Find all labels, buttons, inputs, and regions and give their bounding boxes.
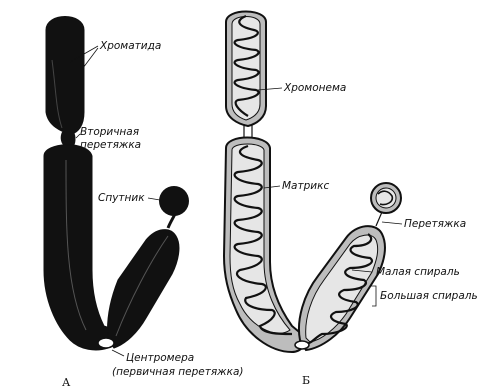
label-big-spiral: Большая спираль — [380, 290, 478, 302]
chromosome-a-upper-segment — [46, 17, 84, 135]
pointer-constriction — [382, 222, 402, 224]
label-centromere-1: Центромера — [126, 352, 194, 364]
label-satellite: Спутник — [98, 192, 145, 204]
secondary-constriction-a — [61, 132, 76, 146]
satellite-stalk-b — [376, 212, 382, 226]
panel-label-b: Б — [302, 374, 310, 387]
centromere-b — [295, 341, 309, 349]
label-secondary-constriction-1: Вторичная — [80, 126, 139, 138]
satellite-a — [159, 186, 189, 216]
label-constriction: Перетяжка — [404, 218, 466, 230]
panel-label-a: А — [62, 376, 70, 388]
label-small-spiral: Малая спираль — [376, 266, 460, 278]
label-chromonema: Хромонема — [284, 82, 346, 94]
label-secondary-constriction-2: перетяжка — [80, 139, 141, 151]
centromere-a — [98, 338, 114, 348]
label-matrix: Матрикс — [282, 180, 329, 192]
brace-big-spiral — [370, 286, 376, 306]
label-chromatid: Хроматида — [100, 40, 161, 52]
pointer-centromere — [112, 350, 124, 356]
label-centromere-2: (первичная перетяжка) — [112, 366, 243, 378]
pointer-satellite — [148, 198, 160, 200]
